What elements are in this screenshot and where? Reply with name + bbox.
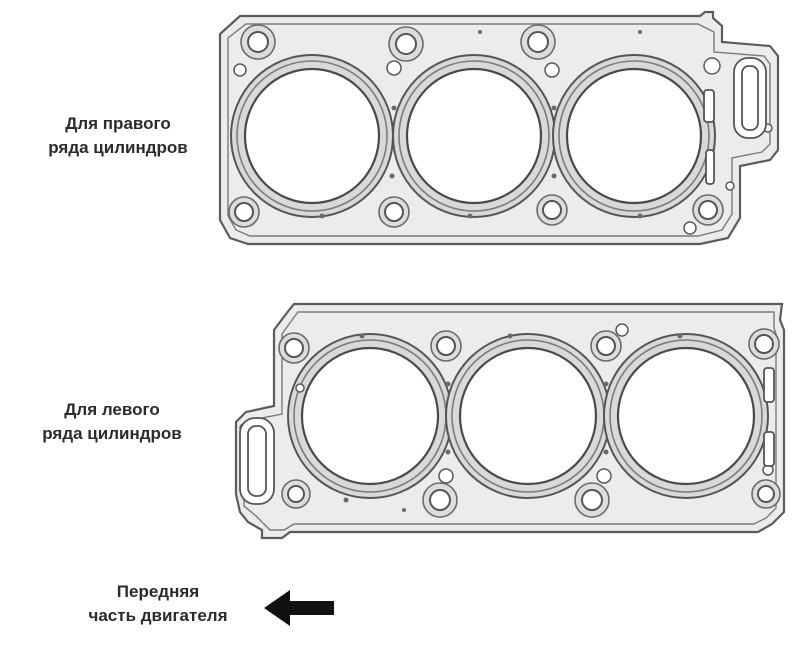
- right-dot: [551, 173, 557, 179]
- right-small-hole: [386, 60, 402, 76]
- left-small-hole: [438, 468, 454, 484]
- right-dot: [637, 213, 643, 219]
- right-bolt-hole: [234, 202, 254, 222]
- left-bank-label: Для левого ряда цилиндров: [12, 398, 212, 446]
- left-dots: [343, 333, 683, 512]
- left-small-hole: [295, 383, 305, 393]
- right-bore-1-hole: [243, 67, 381, 205]
- right-dot: [391, 105, 397, 111]
- left-bank-label-line1: Для левого: [64, 400, 160, 419]
- right-bore-2-ring: [398, 60, 550, 212]
- left-bolt-hole: [754, 334, 774, 354]
- right-bolt-hole: [542, 200, 562, 220]
- left-bank-gasket: [234, 302, 786, 540]
- right-dot: [319, 213, 325, 219]
- right-bank-label: Для правого ряда цилиндров: [18, 112, 218, 160]
- left-bolt-hole: [581, 489, 603, 511]
- right-dot: [467, 213, 473, 219]
- right-side-slot: [705, 149, 715, 185]
- left-dot: [343, 497, 349, 503]
- right-bolt-hole: [247, 31, 269, 53]
- left-bolt-hole: [429, 489, 451, 511]
- right-bore-3-ring: [558, 60, 710, 212]
- left-dot: [603, 381, 609, 387]
- right-small-hole: [233, 63, 247, 77]
- left-water-slot-inner: [247, 425, 267, 497]
- right-dot: [551, 105, 557, 111]
- left-bolt-holes: [278, 328, 781, 518]
- right-dot: [638, 30, 642, 34]
- right-bolt-hole: [698, 200, 718, 220]
- right-bank-label-line1: Для правого: [65, 114, 171, 133]
- right-bolt-hole: [395, 33, 417, 55]
- right-gasket-inner-line: [227, 23, 771, 237]
- left-side-slot: [763, 431, 775, 467]
- left-bolt-hole: [596, 336, 616, 356]
- left-dot: [445, 381, 451, 387]
- left-dot: [359, 333, 365, 339]
- right-bolt-holes: [228, 24, 724, 228]
- left-dot: [677, 333, 683, 339]
- left-bolt-hole: [436, 336, 456, 356]
- right-dot: [478, 30, 482, 34]
- right-bolt-hole: [527, 31, 549, 53]
- left-dot: [507, 333, 513, 339]
- left-cylinder-bores: [287, 333, 769, 499]
- right-small-hole: [544, 62, 560, 78]
- left-dot: [402, 508, 406, 512]
- engine-front-label-line1: Передняя: [116, 582, 200, 601]
- right-bolt-hole: [384, 202, 404, 222]
- engine-front-label: Передняя часть двигателя: [58, 580, 258, 628]
- right-bank-label-line2: ряда цилиндров: [48, 138, 188, 157]
- left-bolt-hole: [284, 338, 304, 358]
- right-small-holes: [233, 57, 773, 235]
- right-water-slot-inner: [741, 65, 759, 131]
- left-bolt-hole: [287, 485, 305, 503]
- left-bore-3-hole: [616, 346, 756, 486]
- right-small-hole: [703, 57, 721, 75]
- right-bore-3-hole: [565, 67, 703, 205]
- right-bore-1-ring: [236, 60, 388, 212]
- right-cylinder-bores: [230, 54, 716, 218]
- right-small-hole: [683, 221, 697, 235]
- left-dot: [603, 449, 609, 455]
- left-bore-1-hole: [300, 346, 440, 486]
- right-dots: [319, 30, 643, 219]
- engine-front-label-line2: часть двигателя: [88, 606, 228, 625]
- right-side-slot: [703, 89, 715, 123]
- right-bank-gasket: [218, 10, 780, 246]
- left-small-hole: [615, 323, 629, 337]
- left-side-slot: [763, 367, 775, 403]
- left-bank-label-line2: ряда цилиндров: [42, 424, 182, 443]
- right-bore-2-hole: [405, 67, 543, 205]
- right-small-hole: [725, 181, 735, 191]
- arrow-left-icon: [264, 590, 334, 626]
- left-gasket-inner-line: [243, 311, 777, 531]
- left-bore-3-ring: [609, 339, 763, 493]
- left-small-hole: [596, 468, 612, 484]
- right-dot: [389, 173, 395, 179]
- left-bolt-hole: [757, 485, 775, 503]
- left-bore-2-hole: [458, 346, 598, 486]
- left-dot: [445, 449, 451, 455]
